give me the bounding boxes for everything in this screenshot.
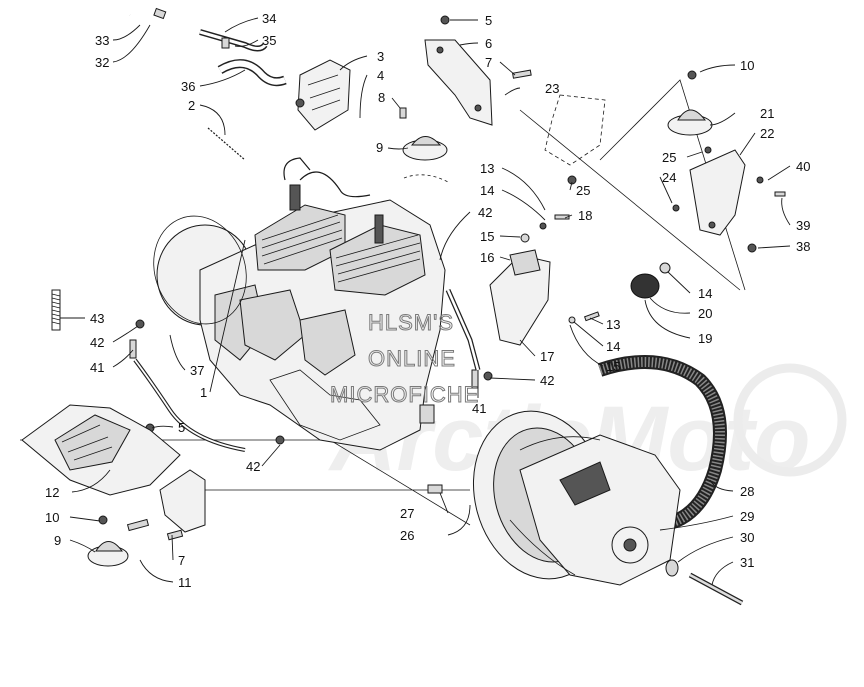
mounting-plate-part-12 <box>21 404 181 496</box>
watermark-line-3: MICROFICHE <box>330 382 479 407</box>
callout-13-upper: 13 <box>480 161 494 176</box>
drive-belt-part-28 <box>597 355 727 532</box>
callout-32: 32 <box>95 55 109 70</box>
spring-part-2 <box>207 127 246 161</box>
damper-part-20 <box>630 262 671 299</box>
cover-part-16-17 <box>489 249 551 346</box>
callout-9-upper: 9 <box>376 140 383 155</box>
callout-28: 28 <box>740 484 754 499</box>
callout-8: 8 <box>378 90 385 105</box>
callout-21: 21 <box>760 106 774 121</box>
callout-7-upper: 7 <box>485 55 492 70</box>
flywheel-outline-part-37 <box>153 215 247 325</box>
callout-25-center: 25 <box>576 183 590 198</box>
engine-mount-part-9-upper <box>402 136 449 183</box>
hardware-bolts <box>98 15 786 541</box>
callout-42-center: 42 <box>540 373 554 388</box>
callout-10-lower: 10 <box>45 510 59 525</box>
callout-20: 20 <box>698 306 712 321</box>
callout-42-left: 42 <box>90 335 104 350</box>
callout-43: 43 <box>90 311 104 326</box>
leader-lines <box>60 17 791 586</box>
bracket-part-11 <box>159 469 206 533</box>
engine-mount-part-9-lower <box>87 541 129 567</box>
callout-41-left: 41 <box>90 360 104 375</box>
callout-17: 17 <box>540 349 554 364</box>
callout-22: 22 <box>760 126 774 141</box>
callout-23: 23 <box>545 81 559 96</box>
bracket-part-22 <box>689 149 746 236</box>
callout-33: 33 <box>95 33 109 48</box>
callout-19: 19 <box>698 331 712 346</box>
callout-7-lower: 7 <box>178 553 185 568</box>
callout-10-upper: 10 <box>740 58 754 73</box>
hose-parts-32-33 <box>129 7 187 31</box>
watermark-line-2: ONLINE <box>368 346 456 371</box>
engine-part-1 <box>156 157 446 451</box>
hose-parts-34-35 <box>199 29 268 52</box>
callout-36: 36 <box>181 79 195 94</box>
callout-27: 27 <box>400 506 414 521</box>
callout-labels: 33 32 34 35 36 2 3 4 8 9 5 6 7 23 10 21 … <box>45 11 810 590</box>
engine-mount-part-21 <box>667 109 713 136</box>
callout-29: 29 <box>740 509 754 524</box>
callout-42-lower: 42 <box>246 459 260 474</box>
callout-42-upper: 42 <box>478 205 492 220</box>
callout-6: 6 <box>485 36 492 51</box>
drive-clutch-part-29 <box>472 410 681 586</box>
callout-11: 11 <box>178 575 192 590</box>
callout-2: 2 <box>188 98 195 113</box>
callout-25-right: 25 <box>662 150 676 165</box>
callout-39: 39 <box>796 218 810 233</box>
hose-part-36 <box>217 59 287 87</box>
callout-15-upper: 15 <box>480 229 494 244</box>
callout-41-center: 41 <box>472 401 486 416</box>
callout-14-lower: 14 <box>606 339 620 354</box>
bracket-part-6 <box>424 39 493 126</box>
callout-16: 16 <box>480 250 494 265</box>
callout-3: 3 <box>377 49 384 64</box>
callout-30: 30 <box>740 530 754 545</box>
callout-5-lower: 5 <box>178 420 185 435</box>
washer-part-30 <box>665 559 679 577</box>
callout-5-upper: 5 <box>485 13 492 28</box>
hlsm-watermark: HLSM'S ONLINE MICROFICHE <box>330 310 479 408</box>
callout-38: 38 <box>796 239 810 254</box>
callout-40: 40 <box>796 159 810 174</box>
callout-31: 31 <box>740 555 754 570</box>
cylinder-fins <box>261 214 421 283</box>
callout-13-lower: 13 <box>606 317 620 332</box>
callout-4: 4 <box>377 68 384 83</box>
callout-35: 35 <box>262 33 276 48</box>
bracket-part-3 <box>295 59 351 131</box>
tube-part-42-upper <box>445 288 481 371</box>
callout-26: 26 <box>400 528 414 543</box>
callout-24: 24 <box>662 170 676 185</box>
callout-1: 1 <box>200 385 207 400</box>
logo-wheel-shape <box>733 363 847 477</box>
callout-34: 34 <box>262 11 276 26</box>
bracket-part-23 <box>544 94 606 166</box>
callout-37: 37 <box>190 363 204 378</box>
spring-part-43 <box>51 289 61 331</box>
callout-18: 18 <box>578 208 592 223</box>
callout-14-upper: 14 <box>480 183 494 198</box>
callout-9-lower: 9 <box>54 533 61 548</box>
bolt-part-31 <box>688 572 744 606</box>
callout-12: 12 <box>45 485 59 500</box>
watermark-line-1: HLSM'S <box>368 310 454 335</box>
tube-part-41 <box>133 358 246 452</box>
callout-15-lower: 15 <box>606 359 620 374</box>
callout-14-right: 14 <box>698 286 712 301</box>
